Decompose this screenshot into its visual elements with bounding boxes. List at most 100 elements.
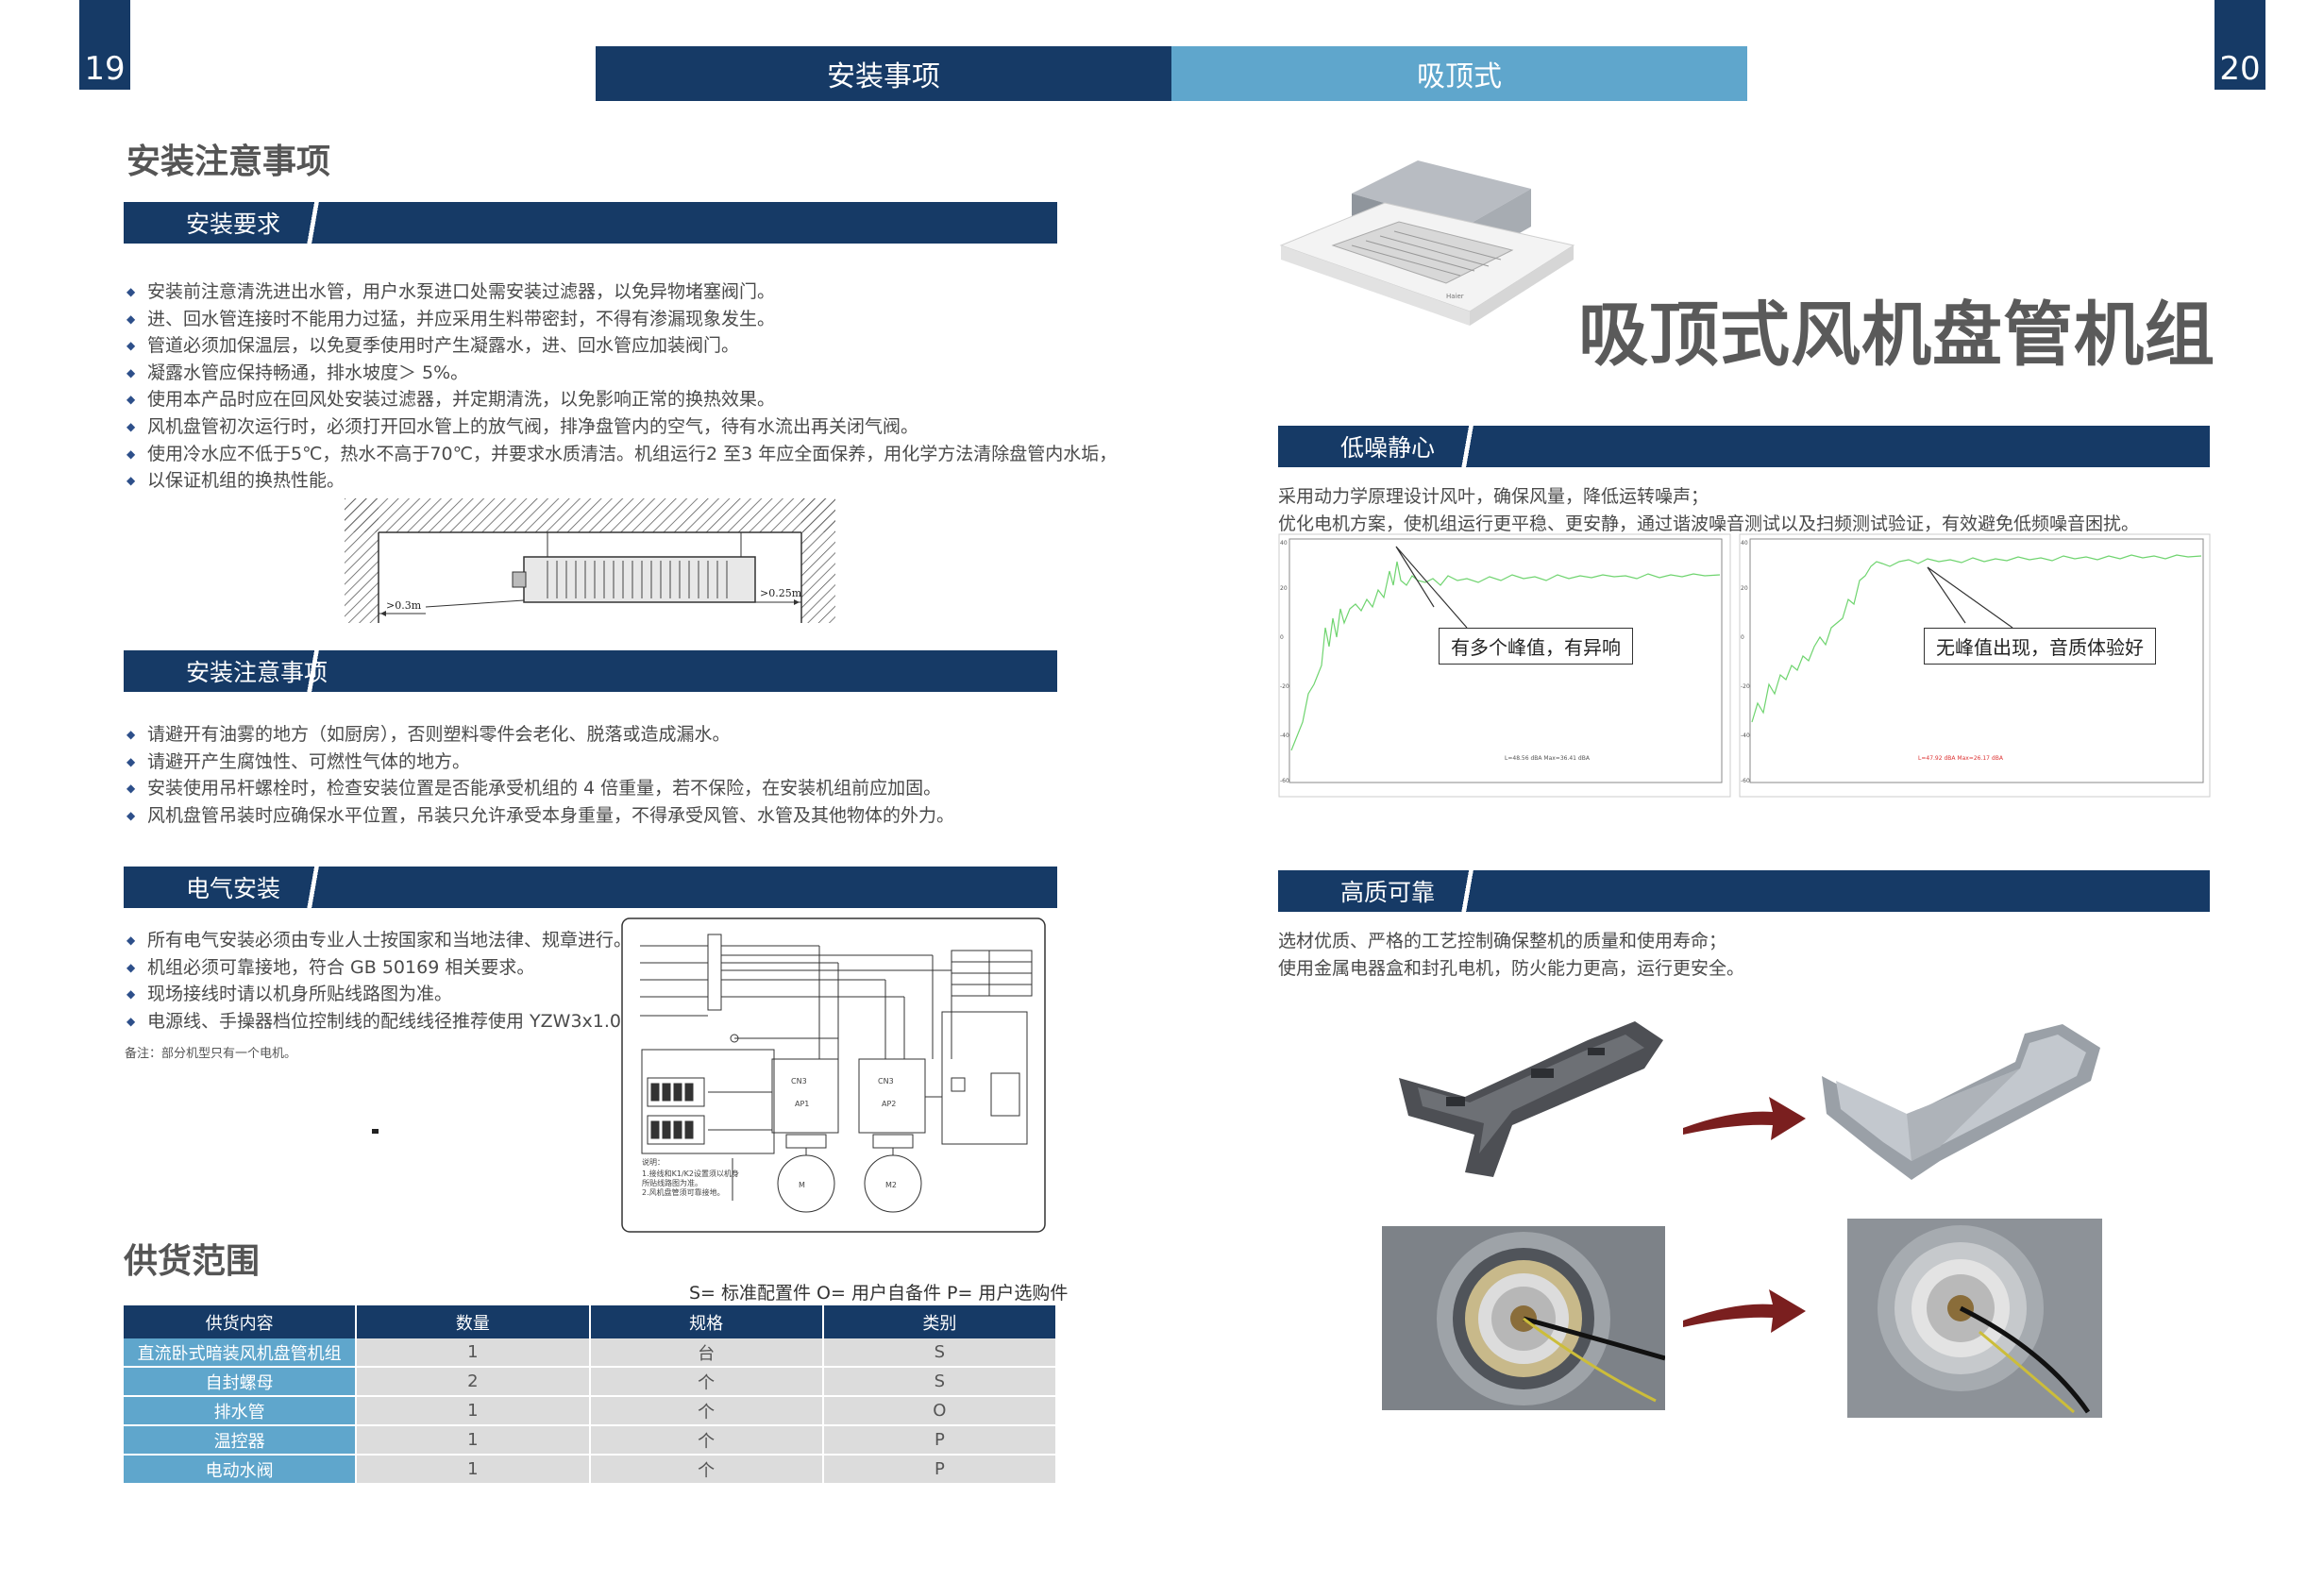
list-item: 机组必须可靠接地，符合 GB 50169 相关要求。 [126,954,639,982]
svg-text:L=48.56 dBA Max=36.41 dBA: L=48.56 dBA Max=36.41 dBA [1505,755,1591,762]
sealed-motor-image [1847,1219,2102,1418]
page-title: 安装注意事项 [126,143,331,181]
section-title: 安装要求 [186,210,281,238]
svg-text:40: 40 [1280,540,1288,547]
table-cell: 电动水阀 [124,1455,358,1485]
electrical-note: 备注：部分机型只有一个电机。 [125,1047,297,1061]
svg-text:-60: -60 [1741,778,1750,784]
svg-text:M2: M2 [885,1181,897,1189]
table-cell: S [822,1367,1058,1397]
svg-text:说明：: 说明： [642,1157,665,1167]
ceiling-cassette-unit-image: Haier [1279,160,1575,326]
clearance-right-label: >0.25m [760,587,802,599]
list-item: 凝露水管应保持畅通，排水坡度＞ 5%。 [126,360,1117,387]
list-item: 电源线、手操器档位控制线的配线线径推荐使用 YZW3x1.0。 [126,1008,639,1035]
svg-text:M: M [799,1181,805,1189]
table-cell: 个 [589,1455,824,1485]
svg-text:L=47.92 dBA Max=26.17 dBA: L=47.92 dBA Max=26.17 dBA [1918,755,2004,762]
section-title: 高质可靠 [1340,879,1436,906]
quality-description-1: 选材优质、严格的工艺控制确保整机的质量和使用寿命； [1278,931,1727,951]
installation-clearance-diagram: >0.3m >0.25m [345,498,835,623]
table-row: 温控器 1 个 P [124,1425,1058,1456]
table-cell: 个 [589,1367,824,1397]
table-header-row: 供货内容 数量 规格 类别 [124,1305,1058,1338]
section-band-cautions: 安装注意事项 [124,650,1057,692]
column-header: 类别 [822,1305,1058,1338]
electrical-list: 所有电气安装必须由专业人士按国家和当地法律、规章进行。 机组必须可靠接地，符合 … [126,927,639,1035]
metal-electric-box-image [1822,1024,2100,1180]
svg-text:40: 40 [1741,540,1748,547]
arrow-icon [1683,1289,1806,1333]
svg-text:0: 0 [1741,634,1744,641]
list-item: 所有电气安装必须由专业人士按国家和当地法律、规章进行。 [126,927,639,954]
wiring-diagram: CN3 CN3 AP1 AP2 M M2 说明： 1.接线和K1/K2设置须以机身 所… [621,917,1046,1233]
noise-description-2: 优化电机方案，使机组运行更平稳、更安静，通过谐波噪音测试以及扫频测试验证，有效避… [1278,513,2140,534]
section-band-electrical: 电气安装 [124,867,1057,908]
list-item: 使用冷水应不低于5℃，热水不高于70℃，并要求水质清洁。机组运行2 至3 年应全… [126,441,1117,468]
svg-text:-20: -20 [1280,683,1289,690]
section-band-quality: 高质可靠 [1278,870,2210,912]
standard-motor-image [1382,1226,1665,1410]
table-cell: 1 [356,1455,591,1485]
list-item: 现场接线时请以机身所贴线路图为准。 [126,981,639,1008]
list-item: 安装使用吊杆螺栓时，检查安装位置是否能承受机组的 4 倍重量，若不保险，在安装机… [126,775,954,802]
list-item: 安装前注意清洗进出水管，用户水泵进口处需安装过滤器，以免异物堵塞阀门。 [126,278,1117,306]
section-title: 安装注意事项 [186,659,328,686]
table-cell: 1 [356,1338,591,1368]
list-item: 以保证机组的换热性能。 [126,467,1117,495]
table-cell: P [822,1455,1058,1485]
quality-description-2: 使用金属电器盒和封孔电机，防火能力更高，运行更安全。 [1278,958,1745,979]
svg-text:-40: -40 [1280,732,1289,739]
table-cell: 台 [589,1338,824,1368]
arrow-icon [1683,1097,1806,1140]
list-item: 进、回水管连接时不能用力过猛，并应采用生料带密封，不得有渗漏现象发生。 [126,306,1117,333]
svg-text:-60: -60 [1280,778,1289,784]
svg-text:CN3: CN3 [878,1077,894,1086]
table-cell: 自封螺母 [124,1367,358,1397]
stray-mark [372,1129,379,1134]
section-band-requirements: 安装要求 [124,202,1057,244]
list-item: 风机盘管吊装时应确保水平位置，吊装只允许承受本身重量，不得承受风管、水管及其他物… [126,802,954,830]
table-cell: S [822,1338,1058,1368]
table-cell: P [822,1425,1058,1456]
table-cell: 个 [589,1425,824,1456]
cautions-list: 请避开有油雾的地方（如厨房），否则塑料零件会老化、脱落或造成漏水。 请避开产生腐… [126,721,954,829]
callout-before: 有多个峰值，有异响 [1439,628,1633,665]
section-band-low-noise: 低噪静心 [1278,426,2210,467]
requirements-list: 安装前注意清洗进出水管，用户水泵进口处需安装过滤器，以免异物堵塞阀门。 进、回水… [126,278,1117,495]
supply-table: 供货内容 数量 规格 类别 直流卧式暗装风机盘管机组 1 台 S 自封螺母 2 … [124,1305,1058,1485]
svg-text:20: 20 [1741,585,1748,592]
column-header: 供货内容 [124,1305,358,1338]
callout-after: 无峰值出现，音质体验好 [1924,628,2156,665]
tab-ceiling: 吸顶式 [1171,46,1747,101]
section-title: 电气安装 [186,875,281,902]
table-cell: 1 [356,1396,591,1426]
svg-text:Haier: Haier [1446,293,1464,300]
svg-text:所贴线路图为准。: 所贴线路图为准。 [642,1178,702,1187]
list-item: 请避开产生腐蚀性、可燃性气体的地方。 [126,749,954,776]
table-cell: 温控器 [124,1425,358,1456]
table-cell: 排水管 [124,1396,358,1426]
table-row: 排水管 1 个 O [124,1396,1058,1426]
svg-text:2.风机盘管须可靠接地。: 2.风机盘管须可靠接地。 [642,1187,725,1197]
table-row: 直流卧式暗装风机盘管机组 1 台 S [124,1338,1058,1368]
svg-text:CN3: CN3 [791,1077,807,1086]
svg-text:1.接线和K1/K2设置须以机身: 1.接线和K1/K2设置须以机身 [642,1169,739,1178]
table-cell: 1 [356,1425,591,1456]
supply-title: 供货范围 [124,1242,261,1281]
supply-legend: S= 标准配置件 O= 用户自备件 P= 用户选购件 [689,1283,1069,1304]
table-cell: 2 [356,1367,591,1397]
column-header: 数量 [356,1305,591,1338]
svg-text:AP2: AP2 [882,1100,896,1108]
page-number-right: 20 [2215,0,2265,90]
table-cell: 直流卧式暗装风机盘管机组 [124,1338,358,1368]
list-item: 管道必须加保温层，以免夏季使用时产生凝露水，进、回水管应加装阀门。 [126,332,1117,360]
svg-text:AP1: AP1 [795,1100,809,1108]
table-cell: O [822,1396,1058,1426]
tab-install: 安装事项 [596,46,1171,101]
table-row: 电动水阀 1 个 P [124,1455,1058,1485]
clearance-left-label: >0.3m [386,599,422,612]
svg-text:20: 20 [1280,585,1288,592]
